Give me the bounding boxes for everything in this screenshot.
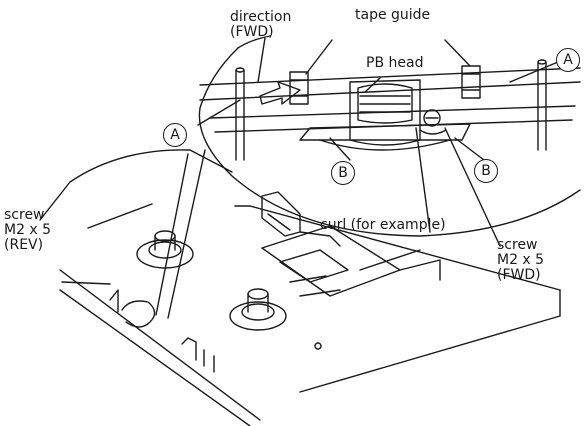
curl-screw bbox=[419, 109, 447, 135]
leader-line-fwd bbox=[444, 127, 501, 247]
head-base bbox=[299, 123, 471, 141]
deck-body bbox=[39, 127, 561, 426]
inset-outline bbox=[198, 47, 581, 237]
right-post bbox=[537, 59, 547, 151]
callout-b-left: B bbox=[331, 161, 355, 185]
callout-a-right: A bbox=[556, 48, 580, 72]
tape-guide-right bbox=[461, 65, 481, 99]
center-plate bbox=[261, 225, 441, 297]
label-screw-fwd: screw M2 x 5 (FWD) bbox=[497, 237, 545, 283]
label-tape-guide: tape guide bbox=[355, 7, 431, 23]
hook bbox=[121, 300, 156, 328]
callout-b-right: B bbox=[474, 159, 498, 183]
magnified-inset bbox=[197, 35, 581, 237]
front-edge bbox=[61, 281, 215, 373]
label-direction: direction (FWD) bbox=[230, 9, 292, 40]
reel-spindle-left bbox=[136, 230, 194, 269]
left-post bbox=[235, 67, 245, 161]
callout-a-left: A bbox=[163, 123, 187, 147]
direction-arrow bbox=[259, 81, 301, 105]
label-pb-head: PB head bbox=[366, 55, 424, 71]
head-bracket bbox=[261, 191, 341, 247]
reel-spindle-right bbox=[229, 288, 287, 331]
label-screw-rev: screw M2 x 5 (REV) bbox=[4, 207, 52, 253]
leader-line-curl bbox=[415, 127, 431, 233]
label-curl: curl (for example) bbox=[320, 217, 446, 233]
small-hole bbox=[314, 342, 322, 350]
tape-upper-line bbox=[199, 67, 581, 86]
leader-line-rev bbox=[155, 153, 189, 316]
